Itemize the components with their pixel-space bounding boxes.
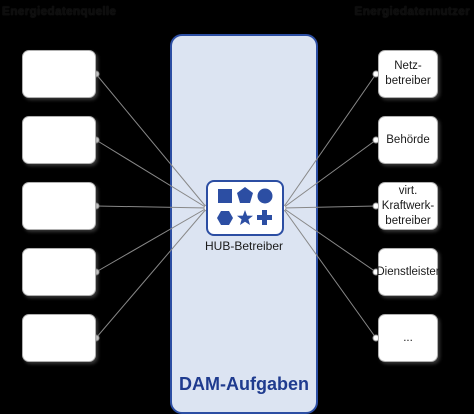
source-connector-5 bbox=[95, 207, 208, 339]
source-box-4 bbox=[22, 248, 96, 296]
consumer-netzbetreiber: Netz- betreiber bbox=[378, 50, 438, 98]
diagram-canvas: Energiedatenquelle Energiedatennutzer DA… bbox=[2, 4, 470, 414]
hexagon-icon bbox=[217, 211, 233, 225]
consumer-kraftwerkbetreiber: virt. Kraftwerk- betreiber bbox=[378, 182, 438, 230]
source-box-5 bbox=[22, 314, 96, 362]
consumer-connector-2 bbox=[282, 139, 377, 209]
consumer-more: ... bbox=[378, 314, 438, 362]
consumer-behoerde: Behörde bbox=[378, 116, 438, 164]
consumer-connector-3 bbox=[282, 205, 377, 209]
source-box-1 bbox=[22, 50, 96, 98]
consumer-connector-1 bbox=[282, 73, 377, 209]
consumer-connector-5 bbox=[282, 207, 377, 339]
source-box-2 bbox=[22, 116, 96, 164]
source-connector-3 bbox=[95, 205, 208, 209]
star-icon bbox=[237, 210, 253, 225]
consumer-column-header: Energiedatennutzer bbox=[354, 4, 470, 18]
source-column-header: Energiedatenquelle bbox=[2, 4, 117, 18]
pentagon-icon bbox=[237, 187, 253, 203]
circle-icon bbox=[257, 188, 273, 204]
consumer-dienstleister: Dienstleister bbox=[376, 248, 440, 296]
source-connector-1 bbox=[95, 73, 208, 209]
connector-lines bbox=[92, 70, 380, 342]
dam-tasks-title: DAM-Aufgaben bbox=[179, 374, 309, 394]
consumer-connector-4 bbox=[282, 207, 377, 273]
source-connector-2 bbox=[95, 139, 208, 209]
cross-icon bbox=[257, 210, 272, 225]
square-icon bbox=[218, 189, 232, 203]
hub-shapes bbox=[217, 187, 273, 225]
hub-operator-label: HUB-Betreiber bbox=[204, 239, 284, 253]
hub-operator-box bbox=[206, 180, 284, 236]
source-box-3 bbox=[22, 182, 96, 230]
source-connector-4 bbox=[95, 207, 208, 273]
